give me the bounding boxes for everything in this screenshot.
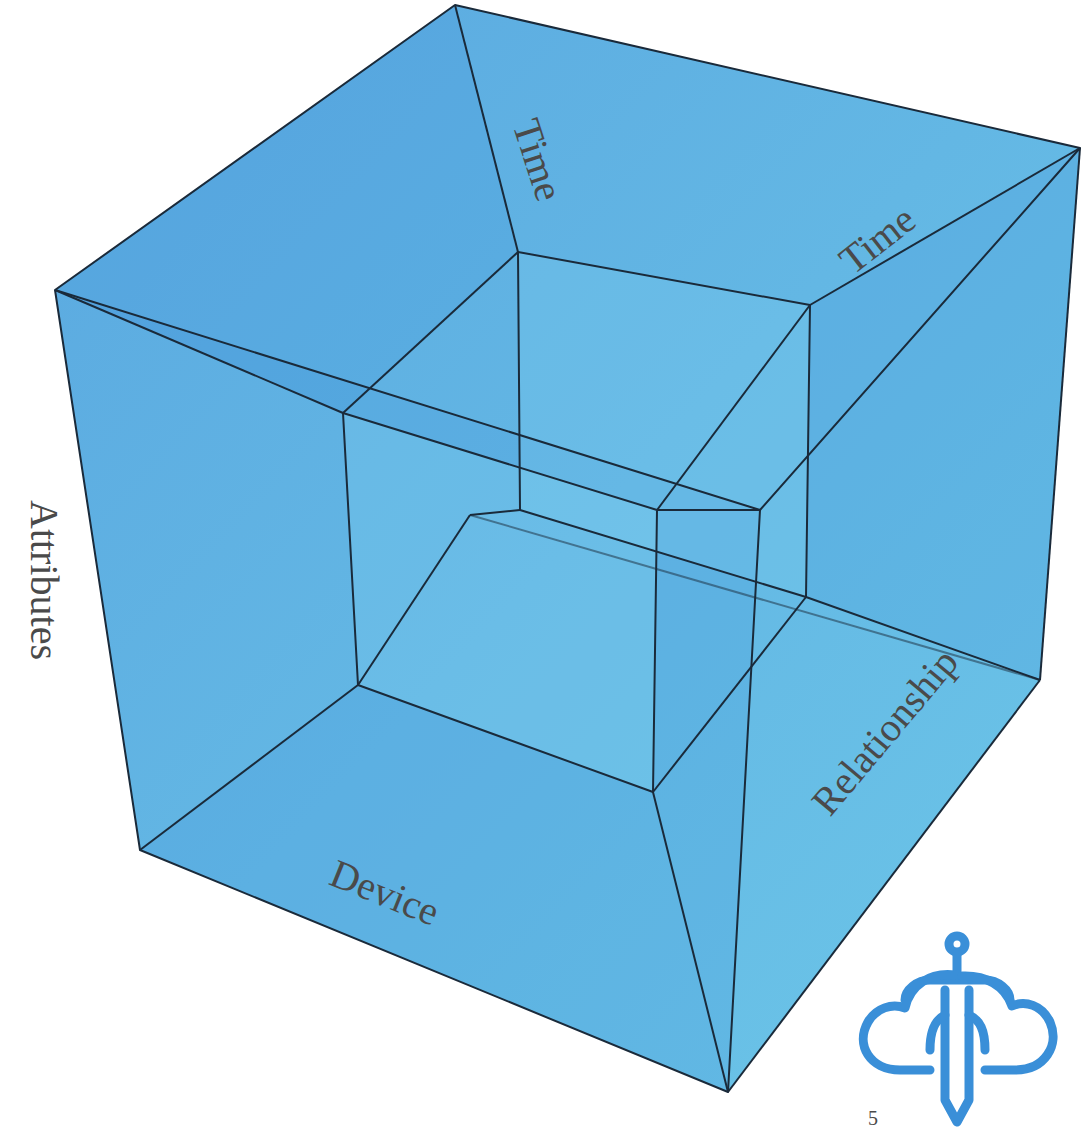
- axis-label: Attributes: [24, 500, 64, 660]
- page-number: 5: [868, 1108, 878, 1128]
- logo: [863, 936, 1053, 1122]
